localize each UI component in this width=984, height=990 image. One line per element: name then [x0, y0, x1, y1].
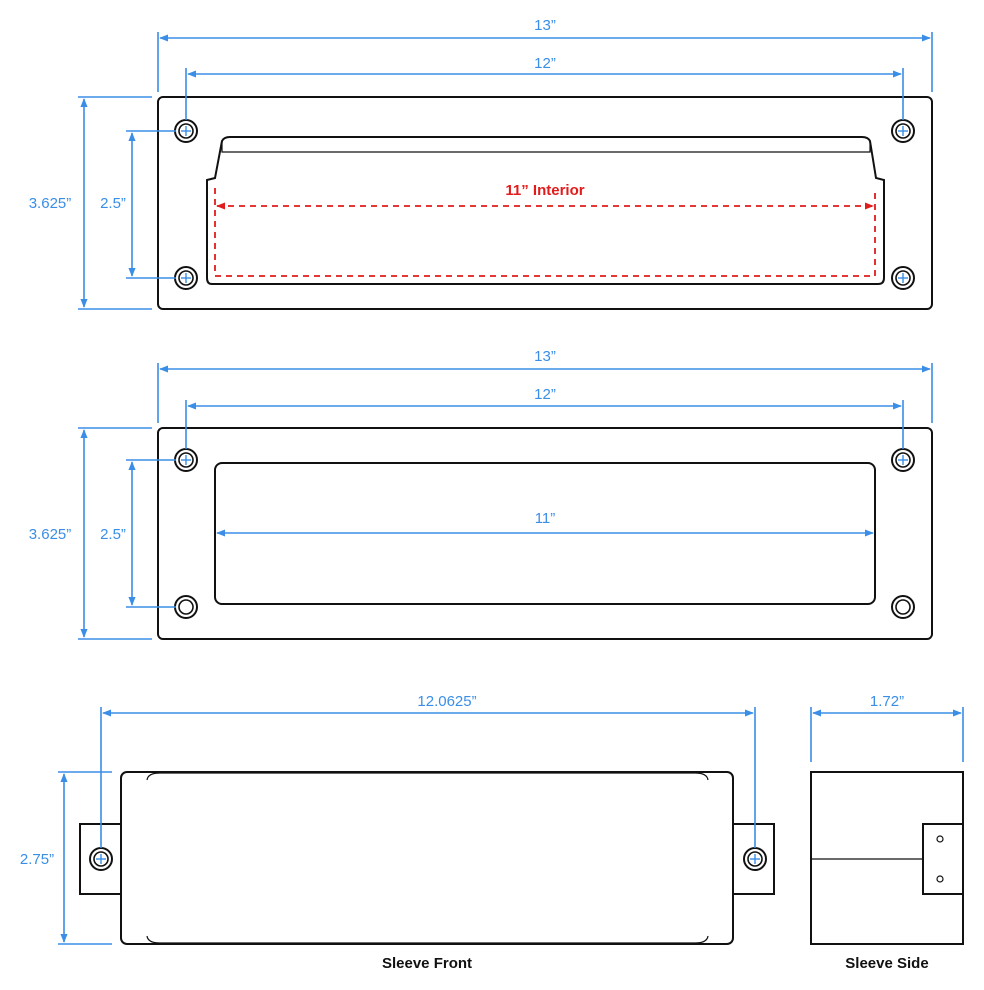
sleeve-side-view: 1.72” Sleeve Side — [810, 693, 964, 972]
sleeve-hole-spacing-label: 12.0625” — [417, 693, 476, 710]
top-hole-spacing-height-label: 2.5” — [100, 195, 126, 212]
top-hole-spacing-width-label: 12” — [534, 55, 556, 72]
sleeve-side-tab — [922, 823, 964, 895]
screw-icon — [174, 595, 198, 619]
rivet-icon — [936, 835, 944, 843]
top-plate-flap-lip — [221, 141, 871, 153]
top-plate-interior-label: 11” Interior — [505, 182, 584, 199]
sleeve-front-view: 12.0625” 2.75” Sleeve Front — [20, 693, 775, 972]
sleeve-front-caption: Sleeve Front — [382, 955, 472, 972]
middle-overall-height-label: 3.625” — [29, 526, 72, 543]
middle-overall-width-label: 13” — [534, 348, 556, 365]
sleeve-side-caption: Sleeve Side — [845, 955, 928, 972]
sleeve-bottom-lip — [146, 935, 709, 944]
sleeve-top-lip — [146, 772, 709, 781]
middle-opening-width-label: 11” — [535, 510, 556, 527]
middle-plate-view: 11” 13” 12” 3.625” 2.5” — [29, 348, 933, 640]
rivet-icon — [936, 875, 944, 883]
sleeve-height-label: 2.75” — [20, 851, 54, 868]
top-overall-width-label: 13” — [534, 17, 556, 34]
top-plate-interior-outline — [214, 188, 876, 277]
sleeve-front-body — [120, 771, 734, 945]
middle-hole-spacing-width-label: 12” — [534, 386, 556, 403]
top-overall-height-label: 3.625” — [29, 195, 72, 212]
screw-icon — [891, 595, 915, 619]
top-plate-view: 11” Interior 13” 12” 3.625” 2.5” — [29, 17, 933, 310]
top-plate-flap — [206, 136, 885, 285]
middle-hole-spacing-height-label: 2.5” — [100, 526, 126, 543]
sleeve-side-depth-label: 1.72” — [870, 693, 904, 710]
